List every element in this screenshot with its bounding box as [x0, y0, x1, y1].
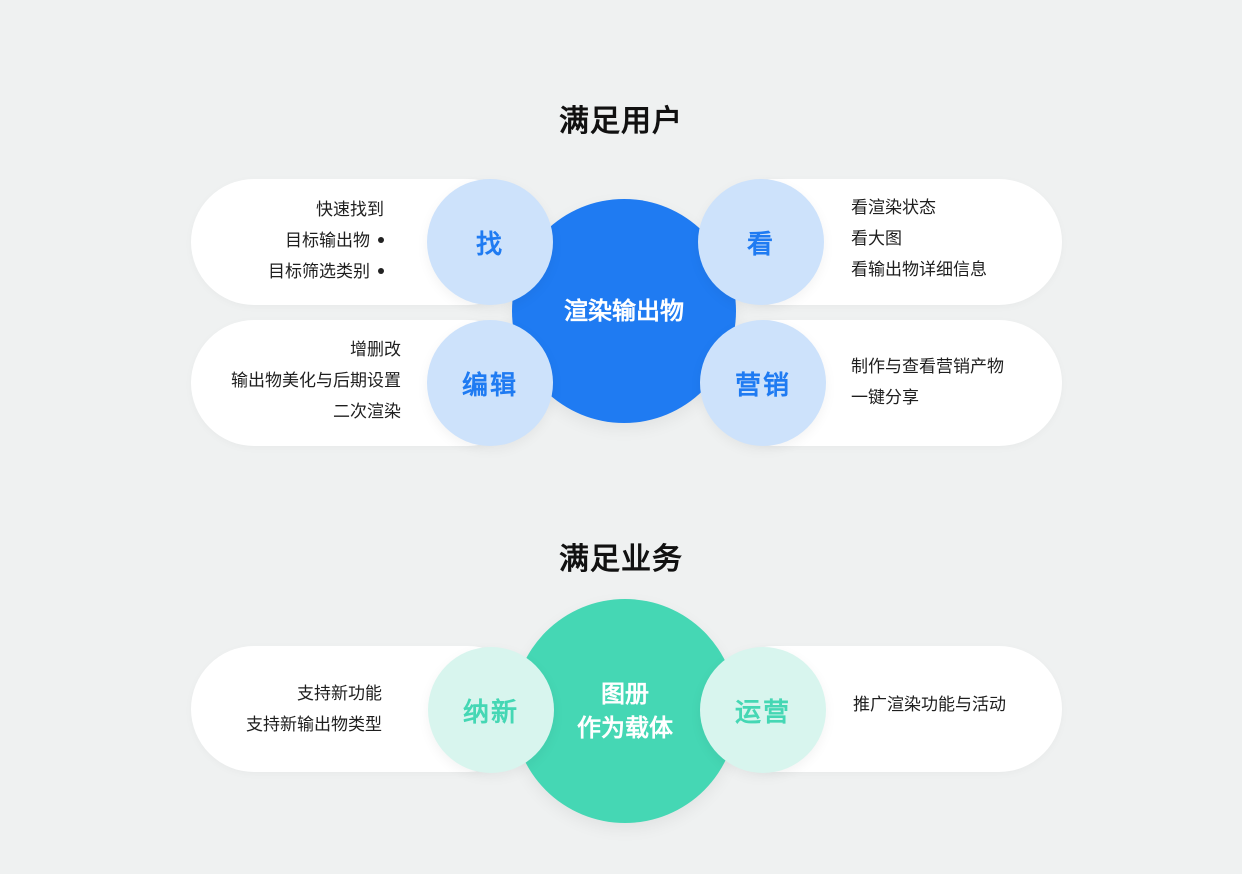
view-item: 看大图 — [851, 229, 902, 249]
node-view: 看 — [698, 179, 824, 305]
center-album-line: 作为载体 — [577, 714, 673, 742]
node-find-label: 找 — [475, 229, 504, 260]
marketing-item: 一键分享 — [851, 388, 919, 408]
edit-item: 输出物美化与后期设置 — [231, 371, 401, 391]
section-title-user: 满足用户 — [559, 104, 683, 139]
node-marketing: 营销 — [700, 320, 826, 446]
node-edit: 编辑 — [427, 320, 553, 446]
node-find: 找 — [427, 179, 553, 305]
operate-items: 推广渲染功能与活动 — [853, 690, 1006, 721]
find-item: 目标筛选类别 — [268, 257, 384, 288]
node-operate-label: 运营 — [734, 697, 791, 728]
bullet-icon — [378, 237, 384, 243]
node-acquire-label: 纳新 — [462, 697, 519, 728]
acquire-item: 支持新输出物类型 — [246, 715, 382, 735]
edit-item: 增删改 — [350, 340, 401, 360]
node-operate: 运营 — [700, 647, 826, 773]
node-edit-label: 编辑 — [461, 370, 518, 401]
bullet-icon — [378, 268, 384, 274]
center-render-output-label: 渲染输出物 — [564, 297, 684, 325]
node-view-label: 看 — [746, 229, 775, 260]
view-item: 看输出物详细信息 — [851, 260, 987, 280]
marketing-items: 制作与查看营销产物 一键分享 — [851, 352, 1004, 414]
view-items: 看渲染状态 看大图 看输出物详细信息 — [851, 193, 987, 286]
acquire-items: 支持新功能 支持新输出物类型 — [246, 679, 382, 741]
center-album-line: 图册 — [601, 680, 649, 708]
find-item: 快速找到 — [316, 200, 384, 220]
node-acquire: 纳新 — [428, 647, 554, 773]
edit-items: 增删改 输出物美化与后期设置 二次渲染 — [231, 335, 401, 428]
find-item: 目标输出物 — [268, 226, 384, 257]
find-items: 快速找到 目标输出物 目标筛选类别 — [268, 195, 384, 288]
view-item: 看渲染状态 — [851, 198, 936, 218]
operate-item: 推广渲染功能与活动 — [853, 695, 1006, 715]
acquire-item: 支持新功能 — [297, 684, 382, 704]
marketing-item: 制作与查看营销产物 — [851, 357, 1004, 377]
node-marketing-label: 营销 — [734, 370, 791, 401]
edit-item: 二次渲染 — [333, 402, 401, 422]
section-title-business: 满足业务 — [559, 542, 683, 577]
